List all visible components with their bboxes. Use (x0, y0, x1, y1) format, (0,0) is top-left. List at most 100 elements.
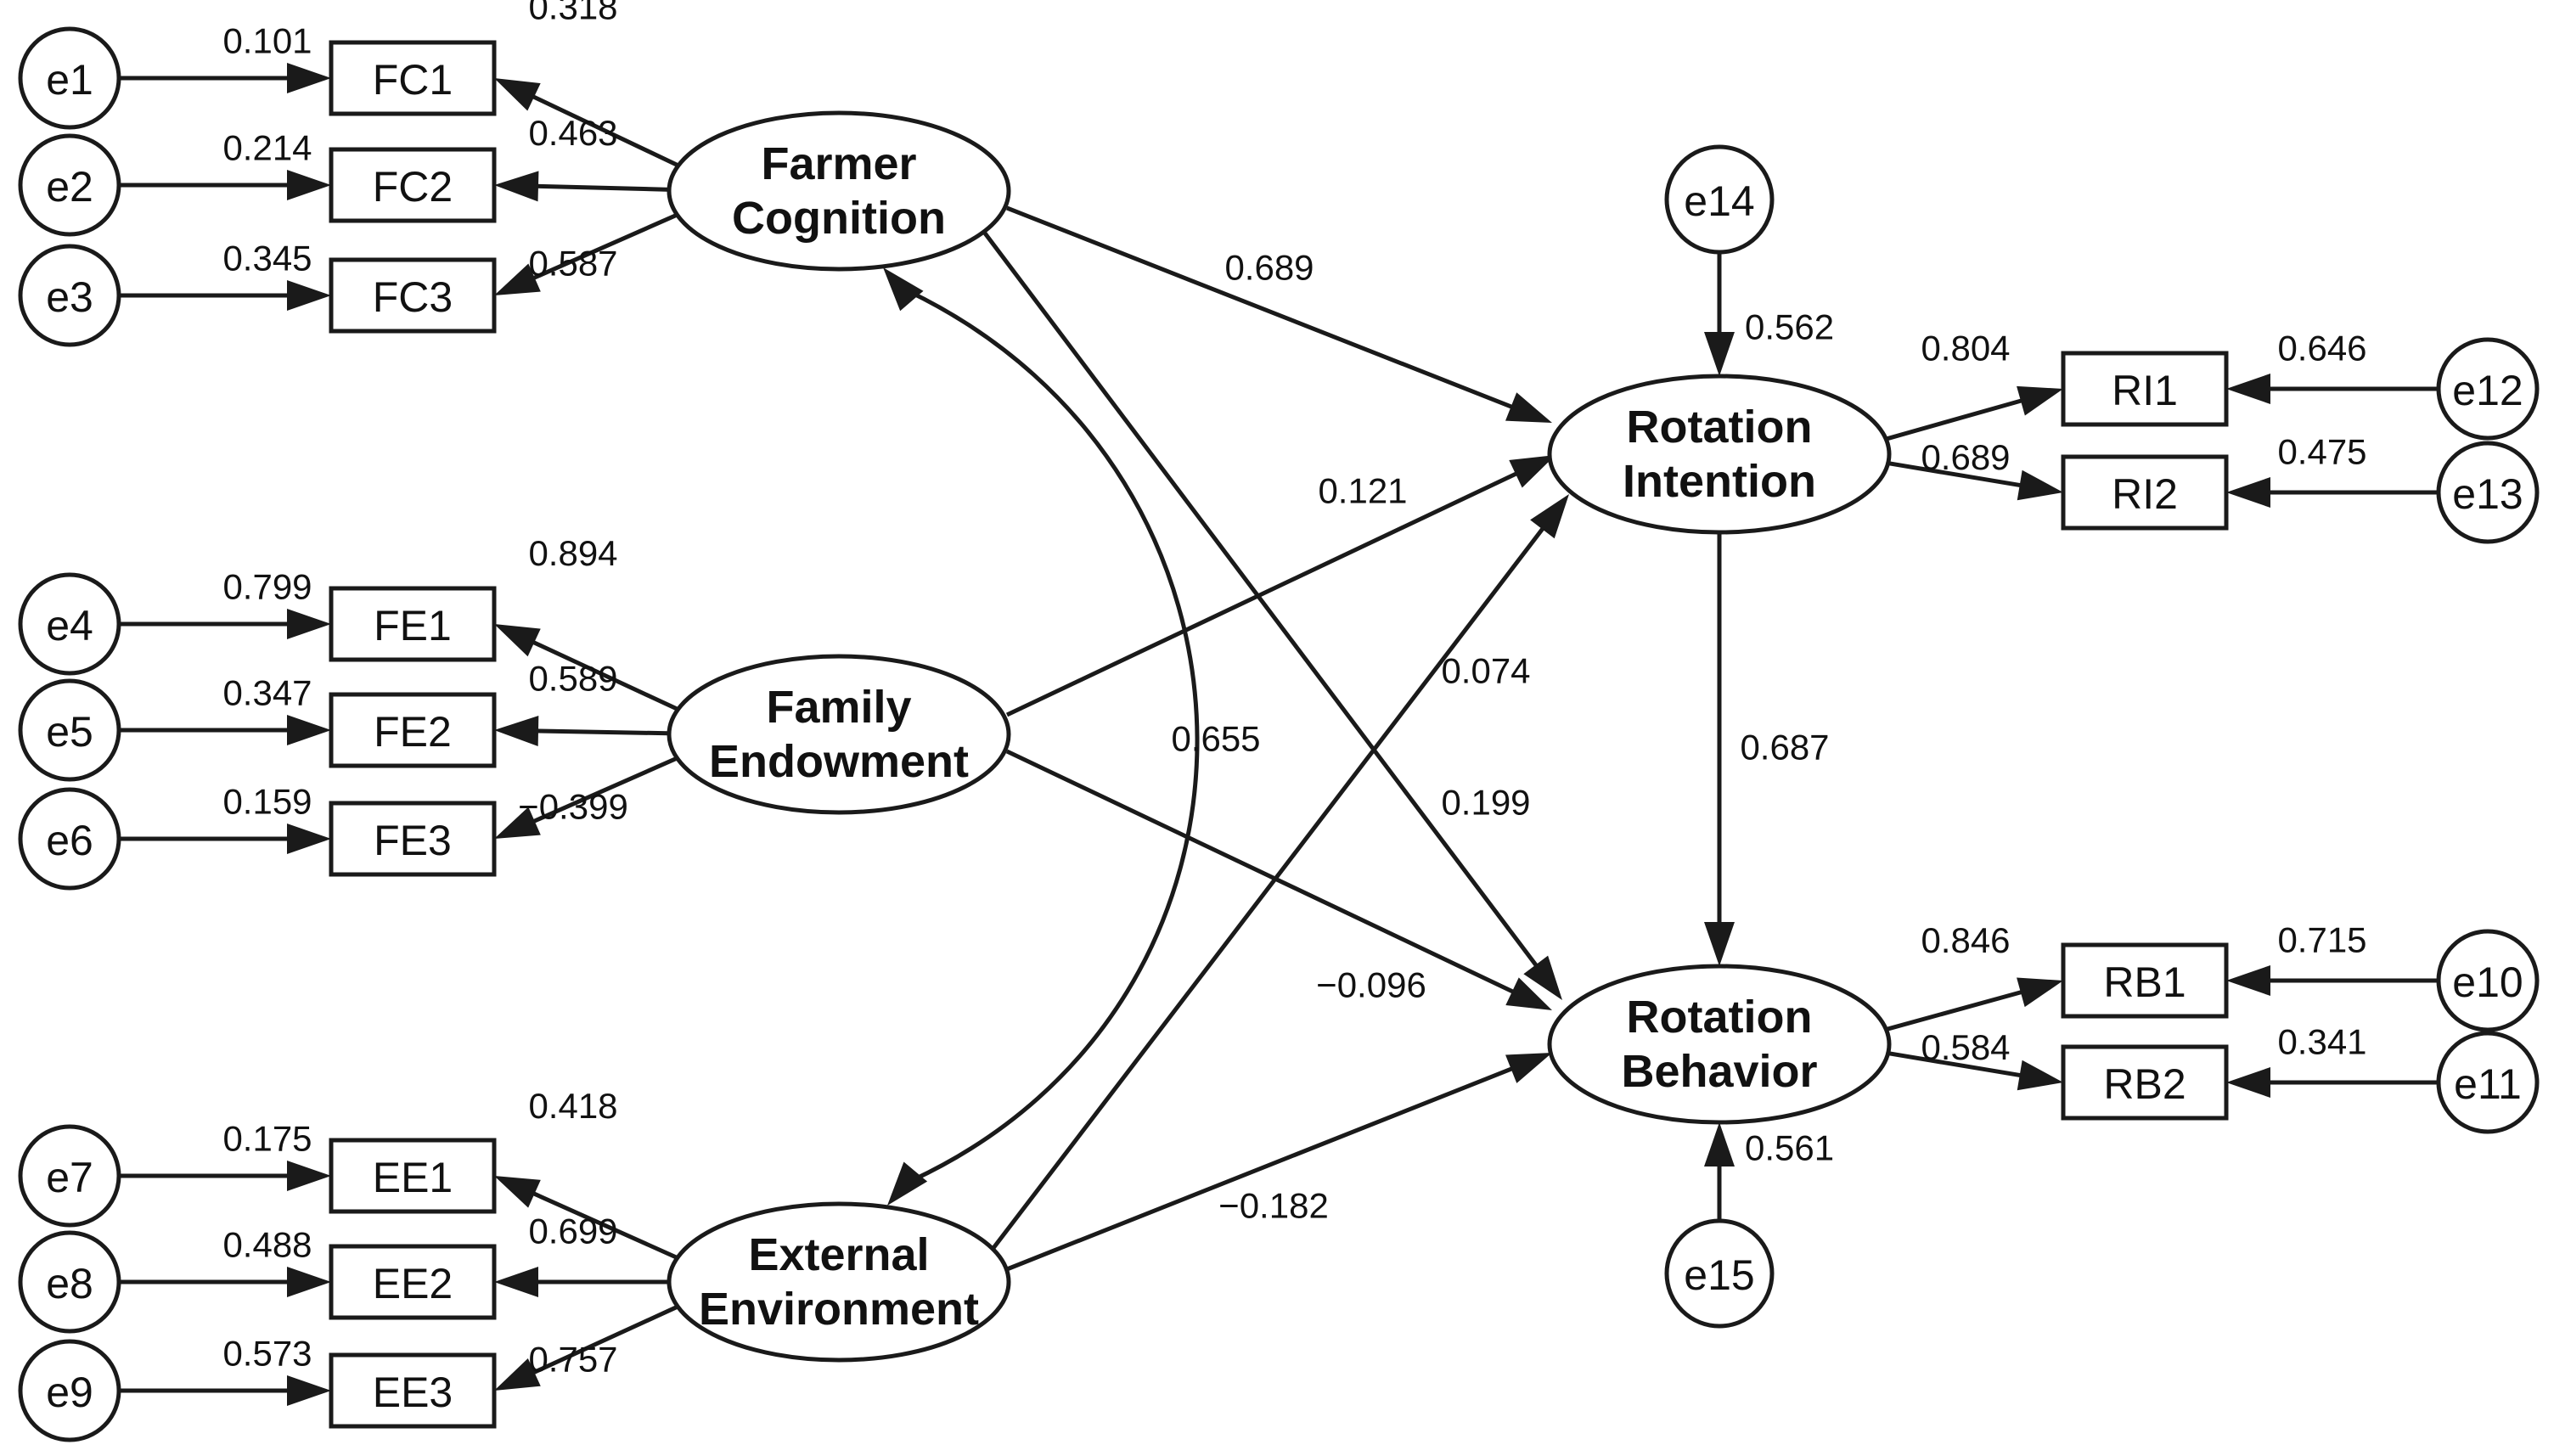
loading-path-RI2 (1884, 460, 2030, 489)
indicator-box-RB1 (2061, 942, 2229, 1019)
loading-path-RI2-head (2017, 469, 2063, 501)
indicator-box-RB2 (2061, 1044, 2229, 1121)
error-value-e12: 0.646 (2277, 329, 2366, 368)
structural-path-RI-RB-head (1704, 922, 1735, 966)
indicator-box-EE1 (329, 1138, 497, 1214)
error-value-e5: 0.347 (222, 673, 312, 713)
structural-path-EE-RI-head (1530, 494, 1569, 539)
error-value-e4: 0.799 (222, 567, 312, 607)
loading-path-FE2 (527, 728, 675, 736)
loading-path-FE1-head (494, 624, 541, 657)
loading-value-FC2: 0.463 (528, 113, 617, 153)
structural-path-FC-RI (1006, 205, 1522, 413)
loading-path-FC3-head (494, 263, 541, 295)
disturbance-path-e14-head (1704, 332, 1735, 376)
error-path-e6-head (287, 824, 331, 854)
structural-path-FC-RB (982, 229, 1544, 975)
path-coefficient-FC-RI: 0.689 (1224, 248, 1314, 288)
error-value-e1: 0.101 (222, 21, 312, 61)
error-path-e2-head (287, 170, 331, 200)
error-node-e2 (18, 133, 121, 237)
path-coefficient-FE-RI: 0.121 (1318, 471, 1407, 511)
error-node-e11 (2436, 1031, 2540, 1134)
latent-label-FC-line2: Cognition (732, 193, 946, 244)
error-label-e12: e12 (2452, 367, 2523, 414)
loading-path-EE3 (524, 1302, 684, 1379)
error-node-e5 (18, 678, 121, 782)
error-value-e13: 0.475 (2277, 432, 2366, 472)
indicator-label-EE3: EE3 (373, 1369, 453, 1416)
error-label-e3: e3 (46, 273, 93, 321)
loading-path-RB1 (1882, 987, 2032, 1032)
loading-path-FC1 (524, 90, 684, 170)
error-value-e10: 0.715 (2277, 920, 2366, 960)
indicator-label-RI1: RI1 (2112, 367, 2178, 414)
error-node-e6 (18, 787, 121, 891)
error-path-e4-head (287, 609, 331, 639)
error-value-e9: 0.573 (222, 1334, 312, 1374)
error-path-e12-head (2226, 374, 2270, 404)
loading-path-EE1 (524, 1188, 683, 1262)
error-node-e3 (18, 244, 121, 347)
loading-value-RI2: 0.689 (1921, 437, 2010, 477)
loading-path-FC2 (527, 183, 675, 192)
error-node-e4 (18, 572, 121, 676)
loading-path-FE3 (524, 754, 683, 828)
error-node-e8 (18, 1230, 121, 1334)
structural-path-FE-RI-head (1509, 455, 1555, 488)
structural-path-FC-RI-head (1505, 392, 1552, 423)
indicator-box-FE1 (329, 586, 497, 662)
indicator-box-FC3 (329, 257, 497, 334)
disturbance-value-e15: 0.561 (1745, 1128, 1834, 1168)
loading-path-RB1-head (2017, 977, 2063, 1008)
loading-value-FE2: 0.589 (528, 659, 617, 699)
error-node-e12 (2436, 337, 2540, 441)
latent-label-EE-line1: External (748, 1229, 929, 1280)
indicator-label-FC1: FC1 (373, 56, 453, 104)
latent-ellipse-EE (667, 1201, 1011, 1363)
loading-value-FC1: 0.318 (528, 0, 617, 27)
error-label-e10: e10 (2452, 958, 2523, 1006)
latent-ellipse-FE (667, 654, 1011, 815)
error-value-e11: 0.341 (2277, 1022, 2366, 1062)
error-value-e8: 0.488 (222, 1225, 312, 1265)
loading-value-FE1: 0.894 (528, 533, 617, 573)
indicator-box-FE3 (329, 801, 497, 877)
indicator-box-FC2 (329, 147, 497, 223)
latent-label-RB-line2: Behavior (1621, 1046, 1817, 1097)
error-path-e8-head (287, 1267, 331, 1297)
indicator-label-FE3: FE3 (374, 817, 452, 864)
error-path-e7-head (287, 1161, 331, 1191)
loading-value-EE2: 0.699 (528, 1211, 617, 1251)
disturbance-value-e14: 0.562 (1745, 307, 1834, 347)
indicator-box-RI2 (2061, 454, 2229, 531)
loading-path-FE2-head (494, 715, 539, 746)
disturbance-label-e14: e14 (1684, 177, 1754, 225)
loading-path-EE1-head (494, 1176, 541, 1208)
indicator-label-FC2: FC2 (373, 163, 453, 211)
error-label-e2: e2 (46, 163, 93, 211)
loading-path-EE2-head (494, 1267, 538, 1297)
covariance-arc (907, 289, 1200, 1183)
indicator-box-EE3 (329, 1352, 497, 1429)
error-path-e11-head (2226, 1067, 2270, 1098)
error-path-e3-head (287, 280, 331, 311)
error-value-e6: 0.159 (222, 782, 312, 822)
error-node-e1 (18, 26, 121, 130)
loading-path-FC1-head (494, 78, 541, 111)
latent-label-FE-line2: Endowment (709, 736, 969, 787)
structural-path-EE-RB-head (1505, 1053, 1552, 1083)
error-path-e13-head (2226, 477, 2270, 508)
loading-path-FC3 (524, 211, 683, 284)
error-node-e13 (2436, 441, 2540, 544)
latent-label-RB-line1: Rotation (1627, 992, 1813, 1043)
error-value-e2: 0.214 (222, 128, 312, 168)
loading-path-EE3-head (494, 1358, 541, 1391)
loading-path-RI1-head (2017, 385, 2063, 416)
loading-path-FE1 (524, 636, 684, 714)
loading-value-EE3: 0.757 (528, 1340, 617, 1380)
disturbance-path-e15-head (1704, 1122, 1735, 1166)
error-label-e7: e7 (46, 1154, 93, 1201)
disturbance-node-e15 (1664, 1218, 1775, 1329)
